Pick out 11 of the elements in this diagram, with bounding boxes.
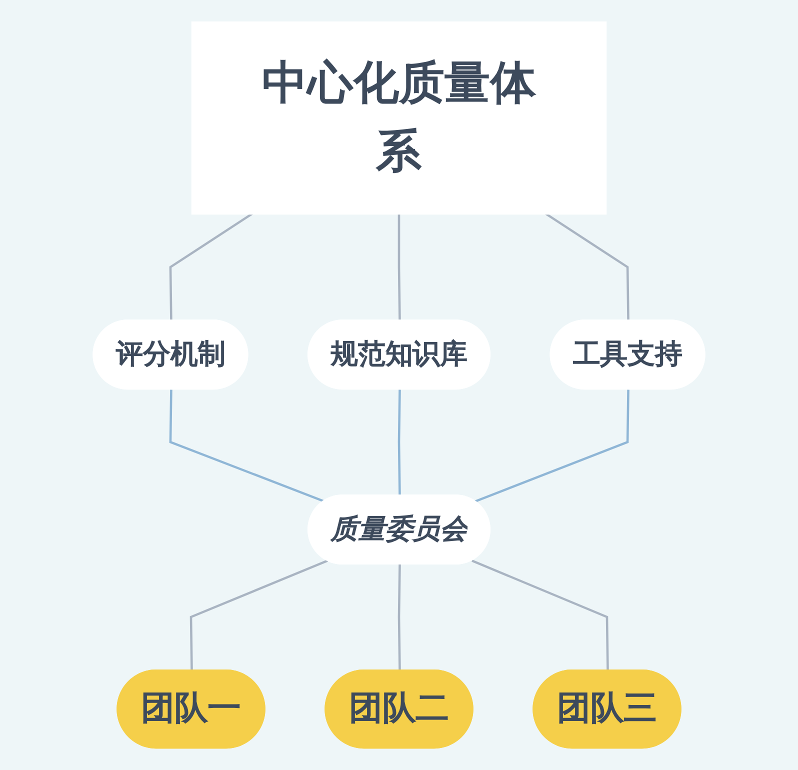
diagram: 中心化质量体系 评分机制 规范知识库 工具支持 质量委员会 团队一 团队二 团队三 bbox=[9, 10, 789, 760]
connector bbox=[190, 560, 328, 672]
connector bbox=[545, 212, 630, 322]
connector bbox=[474, 390, 630, 503]
connector bbox=[398, 214, 401, 322]
connector bbox=[169, 212, 253, 322]
connector bbox=[472, 560, 609, 672]
connector bbox=[398, 390, 401, 496]
connector bbox=[398, 564, 401, 672]
connector bbox=[169, 390, 326, 503]
node-box bbox=[191, 21, 607, 215]
